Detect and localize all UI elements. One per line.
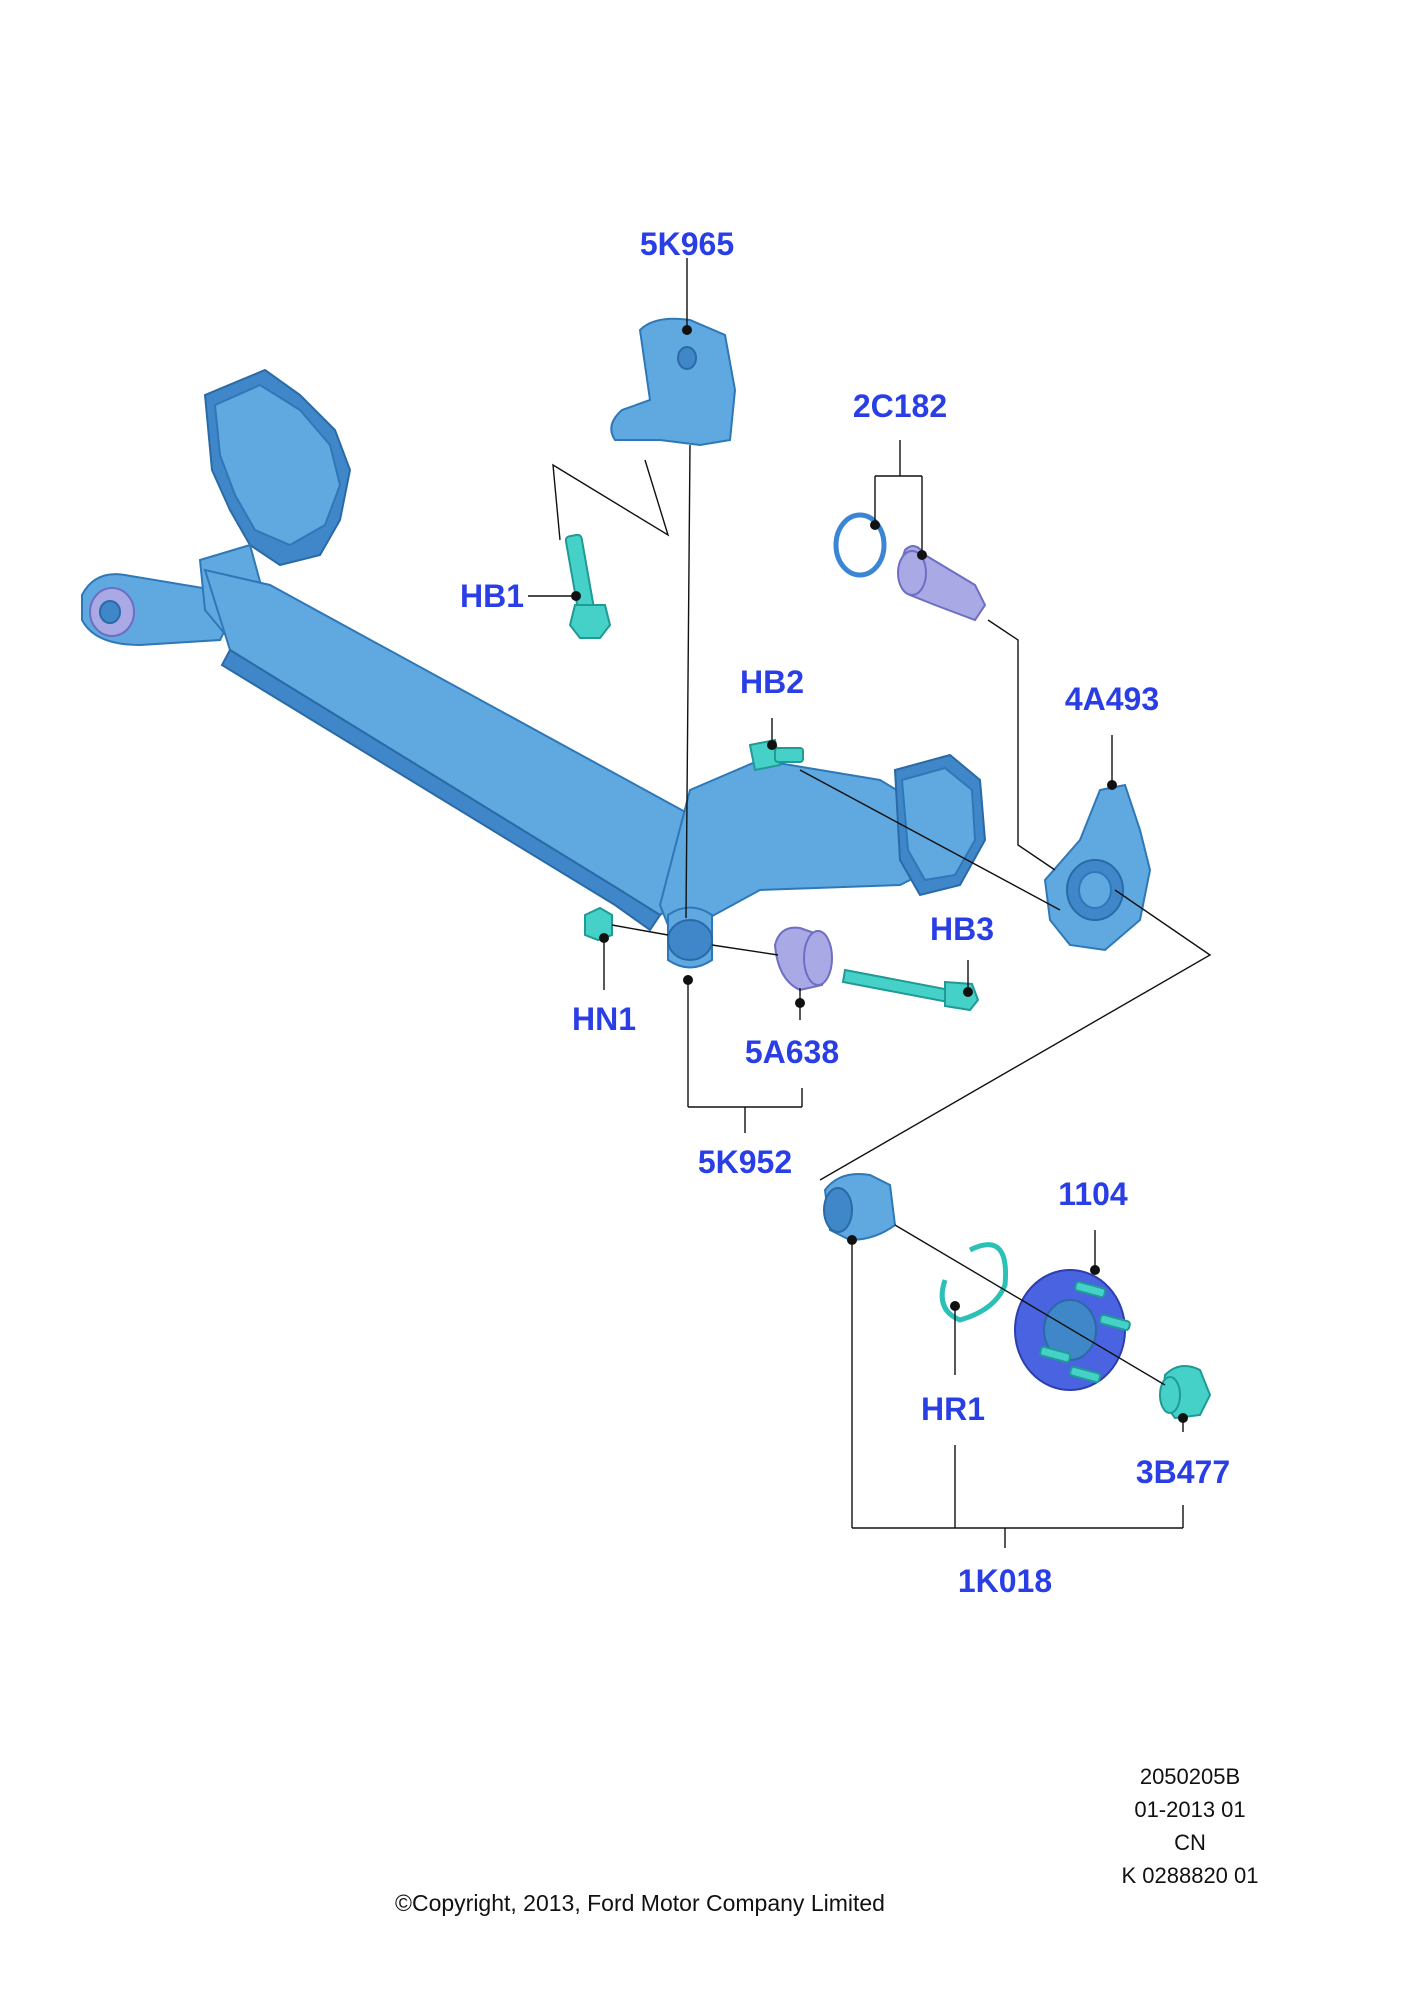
circlip-hr1 [939,1242,1009,1323]
callout-5a638: 5A638 [745,1034,839,1070]
callout-hn1: HN1 [572,1001,636,1037]
callout-hb1: HB1 [460,578,524,614]
callout-1104: 1104 [1058,1176,1128,1212]
bolt-hb3 [841,968,980,1012]
diagram-region: CN [1174,1830,1206,1855]
callout-hr1: HR1 [921,1391,985,1427]
callout-4a493: 4A493 [1065,681,1159,717]
callout-2c182: 2C182 [853,388,947,424]
callout-hb2: HB2 [740,664,804,700]
pin-2c182 [897,545,987,622]
callout-3b477: 3B477 [1136,1454,1230,1490]
bearing-1k018 [823,1173,897,1242]
callout-1k018: 1K018 [958,1563,1052,1599]
leader-lines [528,258,1212,1548]
nut-3b477 [1159,1365,1212,1420]
diagram-ref: 2050205B [1139,1764,1241,1789]
callout-labels: 5K965 2C182 HB1 HB2 4A493 HB3 HN1 5A638 … [460,226,1230,1599]
knuckle-4a493 [1043,783,1152,952]
diagram-code: K 0288820 01 [1121,1863,1259,1888]
callout-5k965: 5K965 [640,226,734,262]
bolt-hb1 [564,533,612,639]
rear-axle-beam [81,368,987,969]
hub-1104 [1014,1269,1131,1391]
bracket-5k965 [610,317,737,447]
bushing-5a638 [773,926,833,992]
callout-5k952: 5K952 [698,1144,792,1180]
diagram-date: 01-2013 01 [1134,1797,1246,1822]
callout-hb3: HB3 [930,911,994,947]
copyright-notice: ©Copyright, 2013, Ford Motor Company Lim… [395,1890,885,1916]
ring-2c182 [833,512,887,578]
nut-hn1 [584,906,613,942]
diagram-metadata: 2050205B 01-2013 01 CN K 0288820 01 [1080,1760,1300,1892]
